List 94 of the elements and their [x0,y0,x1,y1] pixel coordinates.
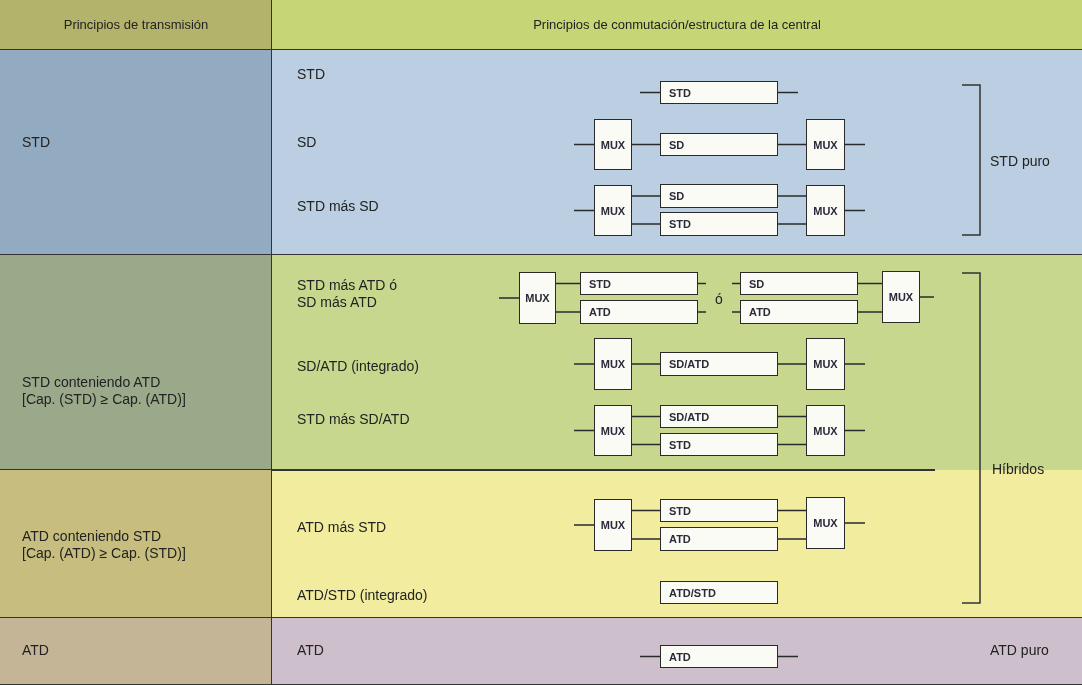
row-header-cell [0,255,272,470]
connector-line [555,282,581,285]
group-label: STD puro [990,153,1050,170]
multiplexer-block: MUX [594,499,632,551]
connector-line [919,296,935,298]
connector-line [631,223,661,225]
connector-line [631,195,661,197]
header-cell [272,0,1082,50]
connector-line [777,509,807,512]
row-header-cell [0,618,272,685]
connector-line [844,363,866,365]
connector-line [573,524,595,526]
row-header-cell [0,470,272,618]
multiplexer-block: MUX [882,271,920,323]
row-label: ATD/STD (integrado) [297,587,428,604]
connector-line [573,363,595,365]
switching-block: SD [740,272,858,295]
connector-line [631,363,661,365]
switching-block: STD [660,212,778,236]
switching-block: STD [660,499,778,522]
switching-block: ATD [660,645,778,668]
connector-line [498,297,520,299]
connector-line [777,143,807,146]
row-header-cell [0,50,272,255]
connector-line [777,363,807,365]
switching-block: STD [580,272,698,295]
row-label: ATD [297,642,324,659]
row-label: ATD más STD [297,519,387,536]
table-row-band [272,618,1082,685]
switching-block: ATD/STD [660,581,778,604]
group-label: Híbridos [992,461,1045,478]
connector-line [631,509,661,512]
switching-block: STD [660,81,778,104]
row-header: STD conteniendo ATD [Cap. (STD) ≥ Cap. (ATD)] [22,374,187,408]
connector-line [844,429,866,432]
multiplexer-block: MUX [806,497,845,549]
connector-line [844,522,866,524]
multiplexer-block: MUX [594,185,632,236]
row-label: SD/ATD (integrado) [297,358,419,375]
multiplexer-block: MUX [594,338,632,390]
multiplexer-block: MUX [806,405,845,456]
multiplexer-block: MUX [519,272,556,324]
connector-line [555,311,581,313]
multiplexer-block: MUX [594,119,632,170]
connector-line [857,282,883,285]
row-label: SD [297,134,317,151]
switching-block: ATD [580,300,698,324]
switching-block: SD [660,184,778,208]
connector-line [777,91,799,94]
connector-line [631,443,661,446]
multiplexer-block: MUX [806,185,845,236]
connector-line [573,143,595,146]
connector-line [777,443,807,446]
conjunction-label: ó [715,291,723,308]
row-label: STD más SD/ATD [297,411,410,428]
connector-line [777,223,807,225]
connector-line [777,538,807,540]
row-label: STD más SD [297,198,379,215]
connector-line [844,143,866,146]
connector-line [731,282,741,285]
multiplexer-block: MUX [594,405,632,456]
connector-line [857,311,883,313]
connector-line [573,429,595,432]
row-header: STD [22,134,50,151]
row-label: STD más ATD ó SD más ATD [297,277,399,311]
connector-line [631,143,661,146]
switching-block: STD [660,433,778,456]
connector-line [731,311,741,313]
row-header: ATD conteniendo STD [Cap. (ATD) ≥ Cap. (STD)] [22,528,187,562]
connector-line [697,282,707,285]
switching-block: ATD [660,527,778,551]
connector-line [777,655,799,658]
column-header: Principios de transmisión [62,16,210,33]
connector-line [639,91,661,94]
header-cell [0,0,272,50]
connector-line [639,655,661,658]
connector-line [844,209,866,212]
group-label: ATD puro [990,642,1049,659]
switching-block: SD/ATD [660,352,778,376]
switching-block: SD [660,133,778,156]
connector-line [631,538,661,540]
connector-line [573,209,595,212]
connector-line [631,415,661,418]
connector-line [777,415,807,418]
column-header: Principios de conmutación/estructura de la central [532,16,822,33]
row-label: STD [297,66,325,83]
multiplexer-block: MUX [806,338,845,390]
multiplexer-block: MUX [806,119,845,170]
switching-block: SD/ATD [660,405,778,428]
table-row-band [272,50,1082,255]
switching-block: ATD [740,300,858,324]
connector-line [777,195,807,197]
row-header: ATD [22,642,49,659]
connector-line [697,311,707,313]
